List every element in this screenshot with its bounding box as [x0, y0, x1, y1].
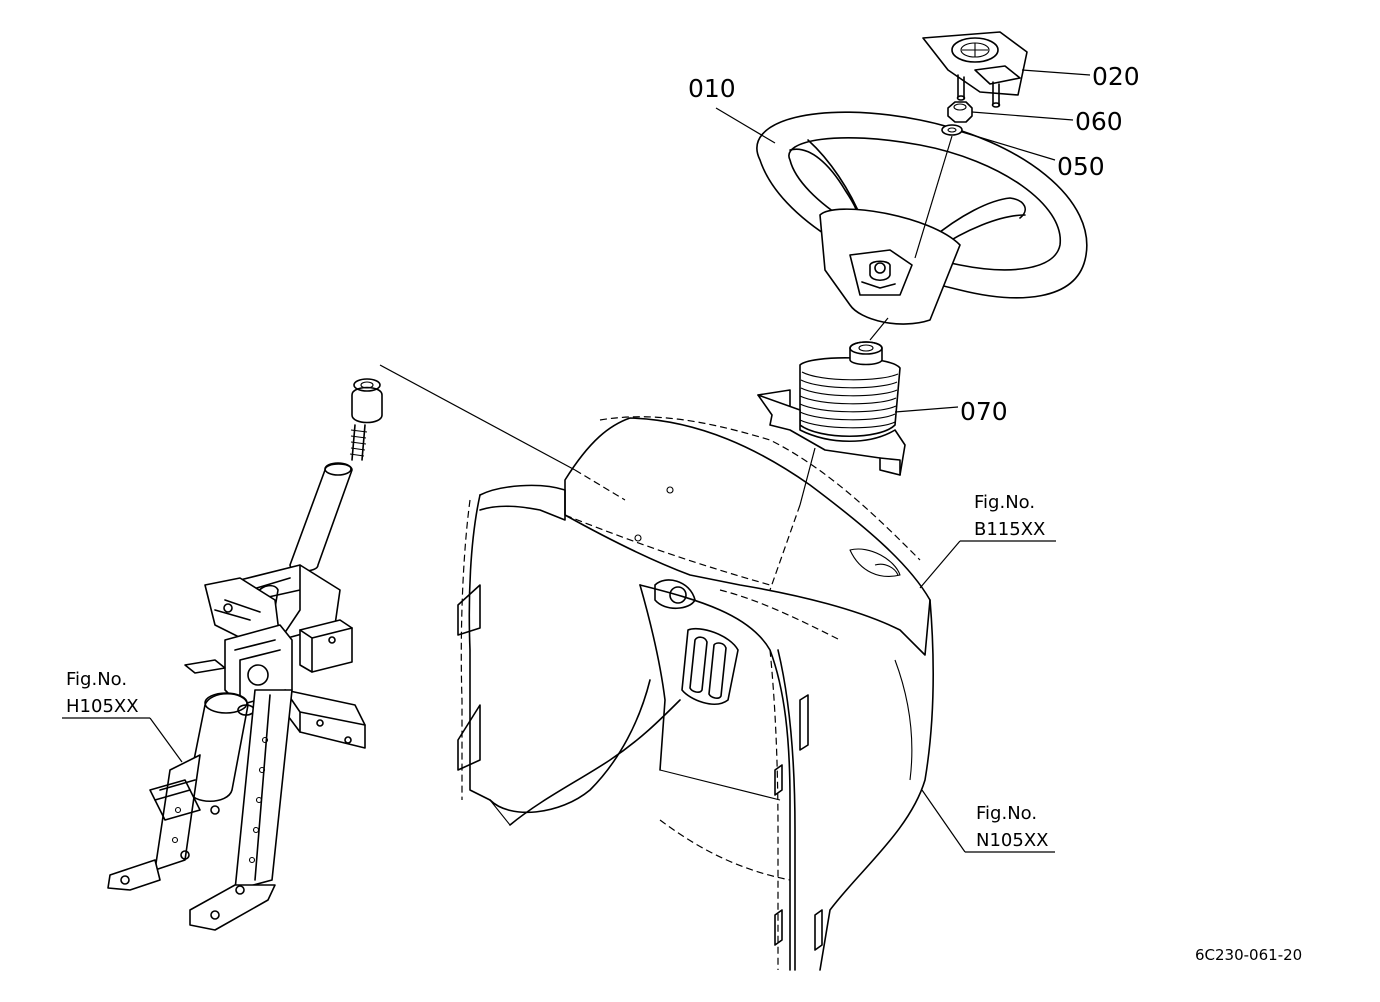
fig-ref-n105-line1: Fig.No.: [976, 803, 1037, 824]
fig-ref-h105: Fig.No. H105XX: [62, 669, 183, 763]
callout-050: 050: [961, 131, 1105, 181]
fig-ref-n105: Fig.No. N105XX: [921, 789, 1055, 853]
steering-column: [107, 378, 383, 931]
steering-wheel: [756, 111, 1088, 325]
part-label-050: 050: [1057, 152, 1105, 181]
fig-ref-b115: Fig.No. B115XX: [919, 492, 1056, 589]
nut: [947, 101, 973, 123]
fig-ref-n105-line2: N105XX: [976, 830, 1048, 851]
part-label-020: 020: [1092, 62, 1140, 91]
part-label-060: 060: [1075, 107, 1123, 136]
fig-ref-h105-line2: H105XX: [66, 696, 139, 717]
washer: [941, 124, 963, 136]
center-cap: [922, 31, 1028, 108]
callout-020: 020: [1021, 62, 1140, 91]
callout-070: 070: [894, 397, 1008, 426]
callout-010: 010: [688, 74, 776, 144]
dashboard-panel: [457, 416, 935, 971]
part-label-070: 070: [960, 397, 1008, 426]
fig-ref-b115-line2: B115XX: [974, 519, 1045, 540]
fig-ref-b115-line1: Fig.No.: [974, 492, 1035, 513]
callout-060: 060: [971, 107, 1123, 136]
assembly-lines: [379, 135, 953, 591]
steering-boot: [757, 341, 906, 476]
part-label-010: 010: [688, 74, 736, 103]
fig-ref-h105-line1: Fig.No.: [66, 669, 127, 690]
drawing-number: 6C230-061-20: [1195, 946, 1302, 964]
